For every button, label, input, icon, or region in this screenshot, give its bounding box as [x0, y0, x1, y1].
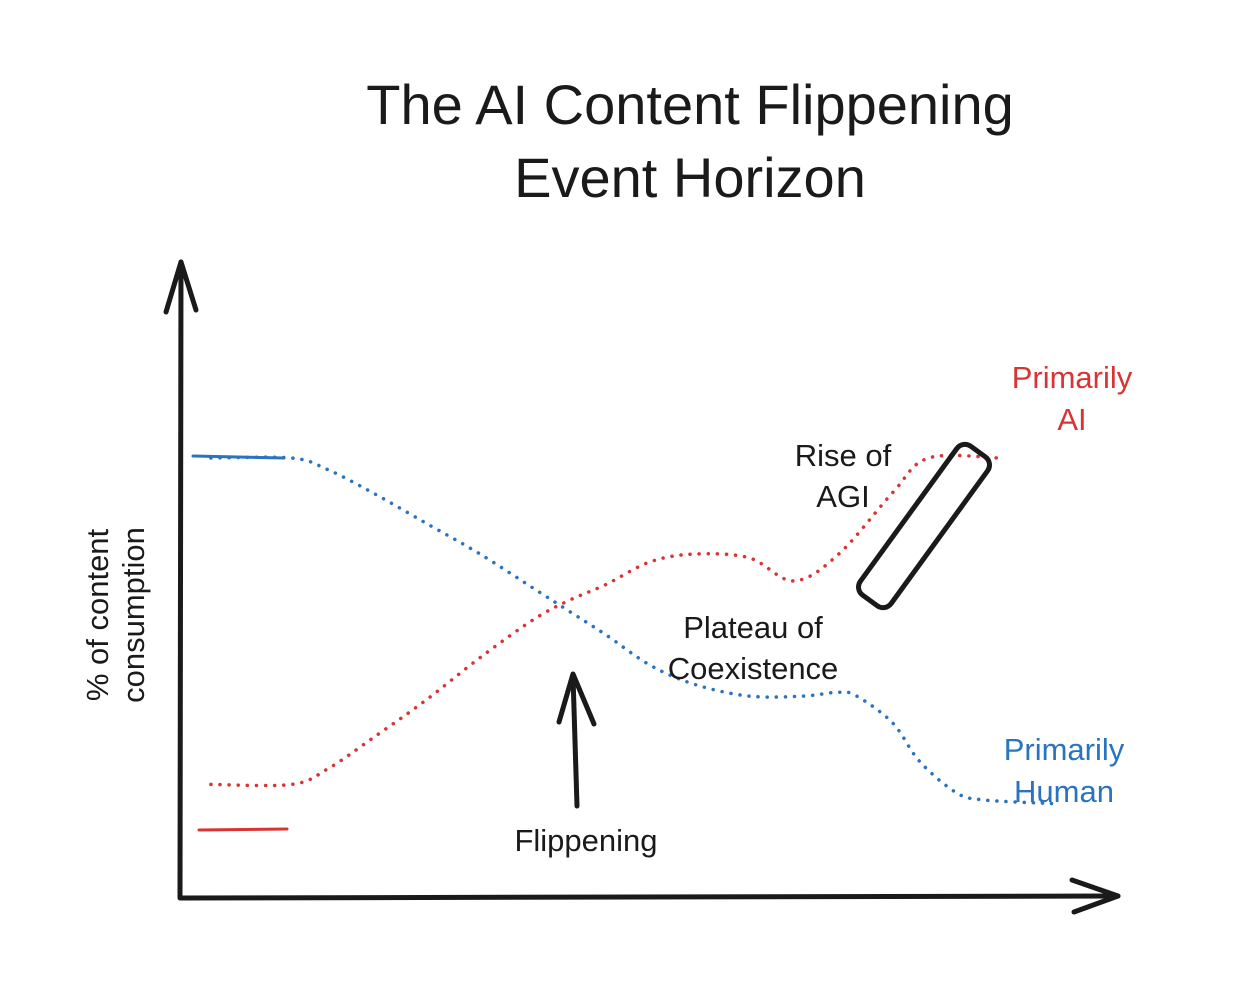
annotation-plateau-line-1: Plateau of [683, 610, 823, 645]
y-axis-arrow-icon [163, 259, 199, 315]
annotation-primarily-human-line-1: Primarily [1004, 732, 1125, 767]
human-start-stroke [191, 454, 286, 460]
series-layer [209, 453, 1056, 806]
annotation-flippening: Flippening [514, 823, 657, 858]
series-line-ai [209, 453, 1003, 788]
annotation-plateau-line-2: Coexistence [668, 651, 839, 686]
y-axis-label-line-2: consumption [116, 527, 151, 703]
axes [163, 259, 1121, 915]
annotation-agi-line-1: Rise of [795, 438, 892, 473]
flippening-arrow-head-icon [556, 671, 597, 727]
flippening-arrow-shaft [570, 673, 580, 809]
y-axis-label: % of content consumption [80, 527, 151, 703]
annotation-primarily-human-line-2: Human [1014, 774, 1114, 809]
x-axis-arrow-icon [1069, 877, 1121, 915]
series-line-human [209, 455, 1056, 806]
x-axis-line [178, 893, 1121, 901]
y-axis-line [177, 259, 184, 901]
annotation-primarily-ai-line-1: Primarily [1012, 360, 1133, 395]
flippening-arrow [556, 671, 597, 809]
chart-title-line-1: The AI Content Flippening [366, 73, 1014, 136]
annotation-agi-line-2: AGI [816, 479, 869, 514]
ai-start-stroke [197, 827, 289, 832]
chart-title-line-2: Event Horizon [514, 146, 866, 209]
annotation-primarily-ai-line-2: AI [1057, 402, 1086, 437]
y-axis-label-line-1: % of content [80, 528, 115, 701]
agi-highlight-box [856, 441, 992, 611]
